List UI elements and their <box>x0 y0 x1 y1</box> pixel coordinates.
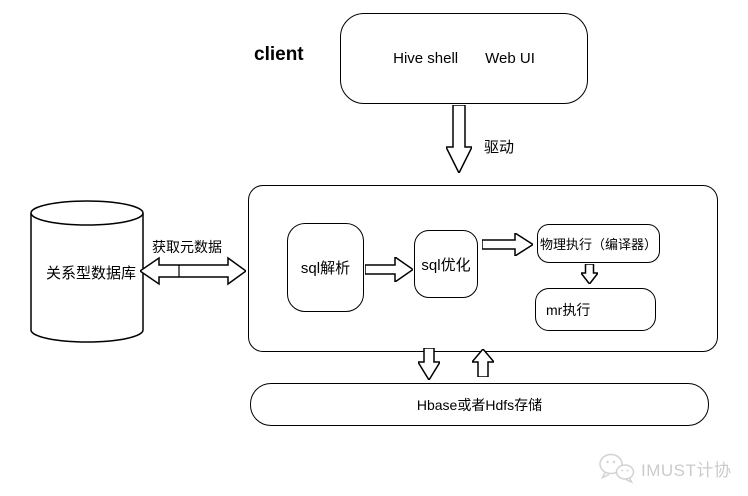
sql-optimize-label: sql优化 <box>421 256 471 274</box>
sql-parse-label: sql解析 <box>300 260 351 277</box>
client-label: client <box>254 44 304 65</box>
engine-to-storage-arrow-icon <box>418 348 440 380</box>
hive-shell-label: Hive shell <box>393 50 459 67</box>
mr-exec-label: mr执行 <box>546 301 591 318</box>
physical-exec-box: 物理执行（编译器） <box>537 224 660 263</box>
metadata-double-arrow-icon <box>140 256 246 286</box>
physical-exec-label: 物理执行（编译器） <box>539 237 657 252</box>
wechat-logo-icon <box>599 453 635 484</box>
optimize-to-physical-arrow-icon <box>482 233 533 256</box>
metadata-arrow-label: 获取元数据 <box>152 239 222 255</box>
storage-to-engine-arrow-icon <box>472 349 494 377</box>
mr-exec-box: mr执行 <box>535 288 656 331</box>
client-box: Hive shell Web UI <box>340 13 588 104</box>
database-label: 关系型数据库 <box>46 265 137 282</box>
physical-to-mr-arrow-icon <box>581 264 598 284</box>
database-cylinder-icon <box>30 200 144 343</box>
watermark-text: IMUST计协 <box>641 460 732 480</box>
storage-box: Hbase或者Hdfs存储 <box>250 383 709 426</box>
drive-down-arrow-icon <box>446 105 472 173</box>
watermark: IMUST计协 <box>598 452 731 484</box>
storage-label: Hbase或者Hdfs存储 <box>416 396 543 413</box>
parse-to-optimize-arrow-icon <box>365 257 413 282</box>
sql-parse-box: sql解析 <box>287 223 364 312</box>
sql-optimize-box: sql优化 <box>414 230 478 298</box>
drive-arrow-label: 驱动 <box>484 139 515 156</box>
web-ui-label: Web UI <box>485 50 535 67</box>
